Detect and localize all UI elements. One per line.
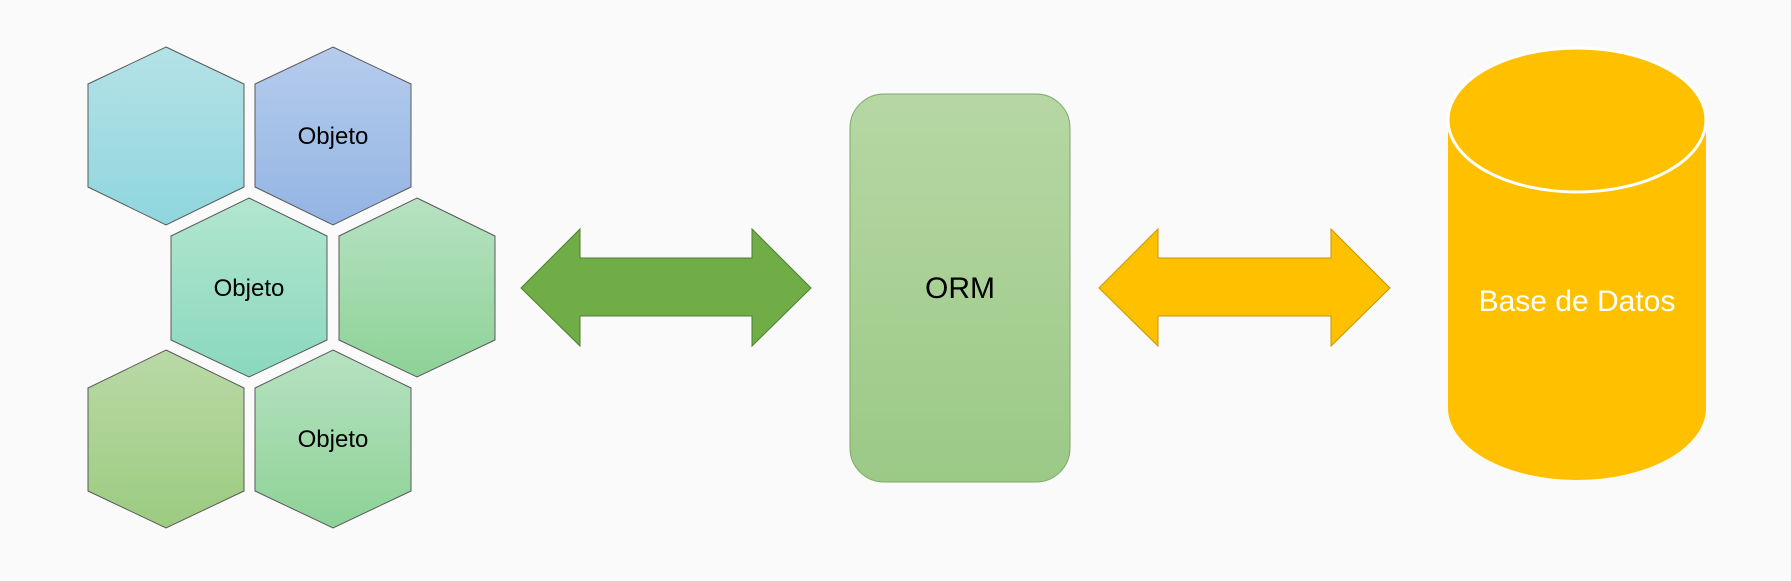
hex-top-right-label: Objeto	[298, 123, 369, 150]
double-arrow-objects-orm	[520, 227, 812, 348]
hex-bottom-right-label: Objeto	[298, 426, 369, 453]
hex-bottom-left	[87, 349, 245, 529]
hex-top-left	[87, 46, 245, 226]
orm-box: ORM	[849, 93, 1071, 483]
hex-middle-right	[338, 197, 496, 378]
hex-top-right: Objeto	[254, 46, 412, 226]
database-label: Base de Datos	[1479, 285, 1676, 318]
hex-middle-left: Objeto	[170, 197, 328, 378]
double-arrow-orm-database	[1098, 227, 1391, 348]
orm-label: ORM	[925, 272, 995, 305]
hex-bottom-right: Objeto	[254, 349, 412, 529]
hex-middle-left-label: Objeto	[214, 275, 285, 302]
database-cylinder: Base de Datos	[1446, 46, 1708, 480]
